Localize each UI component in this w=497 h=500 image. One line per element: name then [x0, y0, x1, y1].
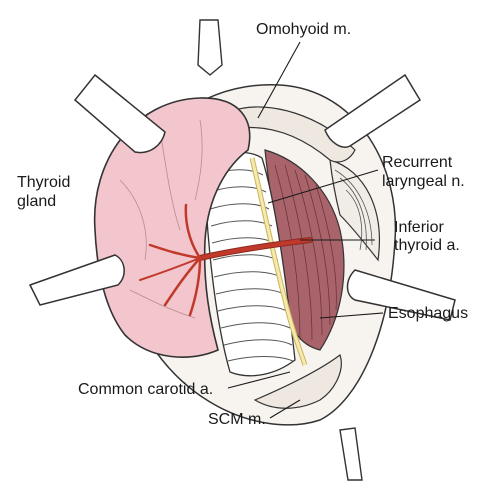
label-esophagus: Esophagus	[388, 305, 469, 322]
retractor-upper-right	[324, 73, 422, 148]
label-inferior-thyroid-1: Inferior	[394, 219, 444, 236]
omohyoid-muscle	[234, 106, 356, 163]
label-recurrent-laryngeal-1: Recurrent	[382, 154, 453, 171]
scm-muscle	[253, 354, 342, 409]
clamp-bottom	[339, 427, 363, 481]
label-inferior-thyroid-2: thyroid a.	[394, 237, 460, 254]
trachea	[204, 151, 296, 377]
label-thyroid-2: gland	[17, 193, 57, 210]
clamp-top	[197, 19, 223, 76]
retractor-lower-left	[28, 254, 125, 306]
label-omohyoid: Omohyoid m.	[256, 21, 352, 38]
inferior-thyroid-artery	[139, 203, 313, 317]
thyroid-gland	[93, 97, 251, 358]
label-scm: SCM m.	[208, 411, 266, 428]
retractor-lower-right	[346, 269, 456, 321]
leader-lines	[227, 41, 384, 419]
label-thyroid-1: Thyroid	[17, 174, 71, 191]
label-common-carotid: Common carotid a.	[78, 381, 214, 398]
strap-muscles	[329, 159, 380, 262]
retractor-upper-left	[73, 73, 166, 154]
label-recurrent-laryngeal-2: laryngeal n.	[382, 173, 465, 190]
